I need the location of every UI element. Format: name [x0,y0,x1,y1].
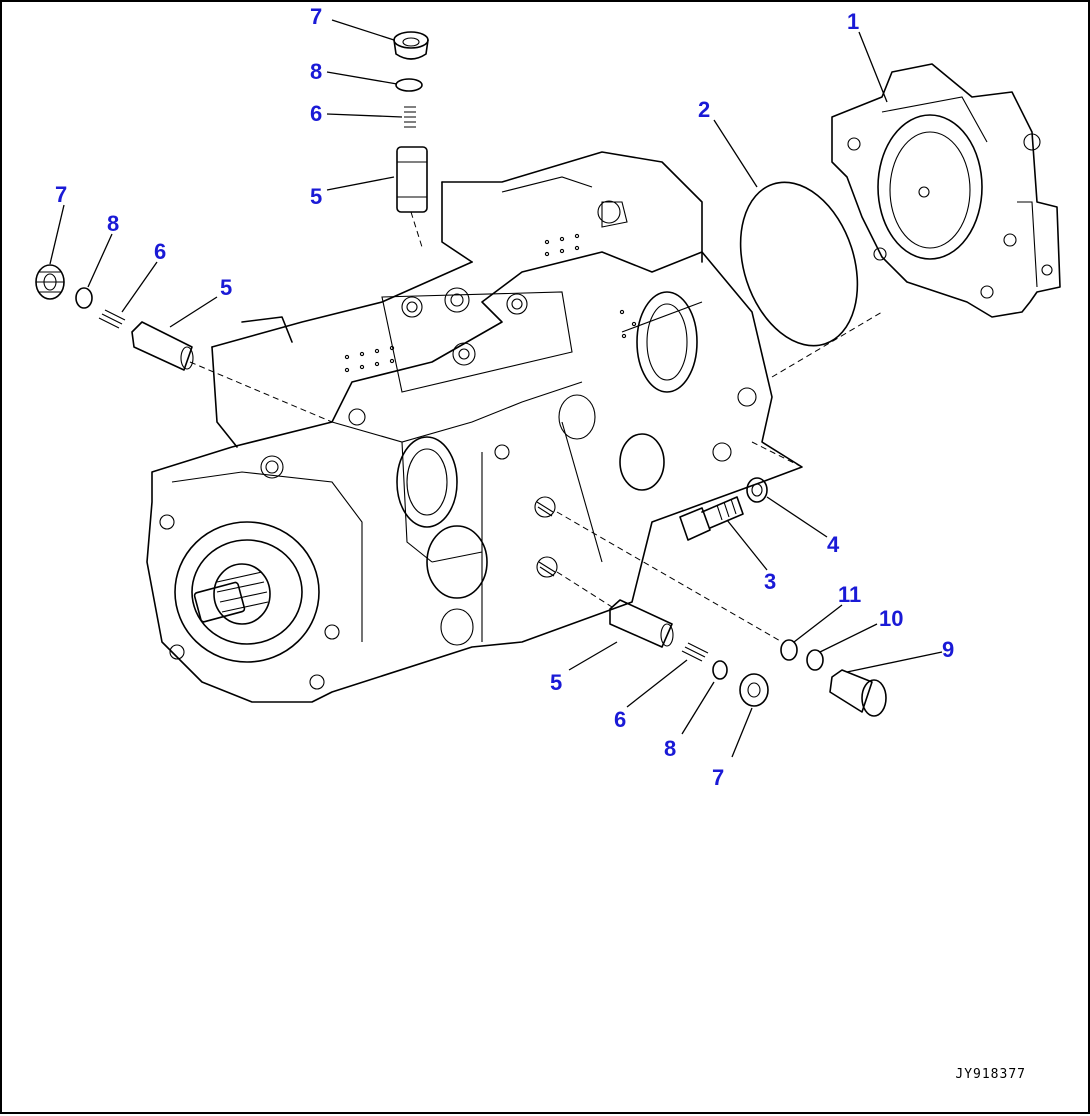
part-1-flange-housing [831,63,1061,318]
callout-4: 4 [827,532,840,557]
part-7-plug-top [393,31,429,60]
callout-7-2: 7 [55,182,67,207]
part-3-bolt [679,496,744,541]
part-9-plug [829,669,887,717]
callout-8-3: 8 [664,736,676,761]
callout-8-2: 8 [107,211,119,236]
callout-5: 5 [310,184,322,209]
part-5-spool-bottom [609,599,674,648]
pump-body [146,151,803,703]
part-6-spring-bottom [681,642,709,662]
figure-code: JY918377 [955,1067,1026,1082]
callout-9: 9 [942,637,954,662]
callout-2: 2 [698,97,710,122]
callout-8: 8 [310,59,322,84]
part-5-spool-top [396,146,428,213]
part-7-plug-left [35,264,65,300]
part-5-spool-left [131,321,194,371]
part-8-o-ring-bottom [712,660,728,680]
callout-3: 3 [764,569,776,594]
callout-11: 11 [838,582,861,607]
part-10-o-ring [806,649,824,671]
callout-6: 6 [310,101,322,126]
callout-7: 7 [310,4,322,29]
leader-lines [49,19,943,758]
callout-1: 1 [847,9,859,34]
callout-5-3: 5 [550,670,562,695]
callout-10: 10 [879,606,903,631]
part-2-o-ring [739,181,859,347]
callout-5-2: 5 [220,275,232,300]
callout-labels: 1 2 3 4 5 5 5 6 6 6 7 7 7 8 8 8 9 10 11 [55,4,954,790]
callout-7-3: 7 [712,765,724,790]
callout-6-3: 6 [614,707,626,732]
part-11-o-ring [780,639,798,661]
part-6-spring-top [404,106,416,128]
assembly-lines [189,211,883,643]
part-4-washer [746,477,768,503]
part-6-spring-left [98,309,126,329]
part-7-plug-bottom [739,673,769,707]
part-8-o-ring-left [75,287,93,309]
callout-6-2: 6 [154,239,166,264]
part-8-o-ring-top [395,78,423,92]
